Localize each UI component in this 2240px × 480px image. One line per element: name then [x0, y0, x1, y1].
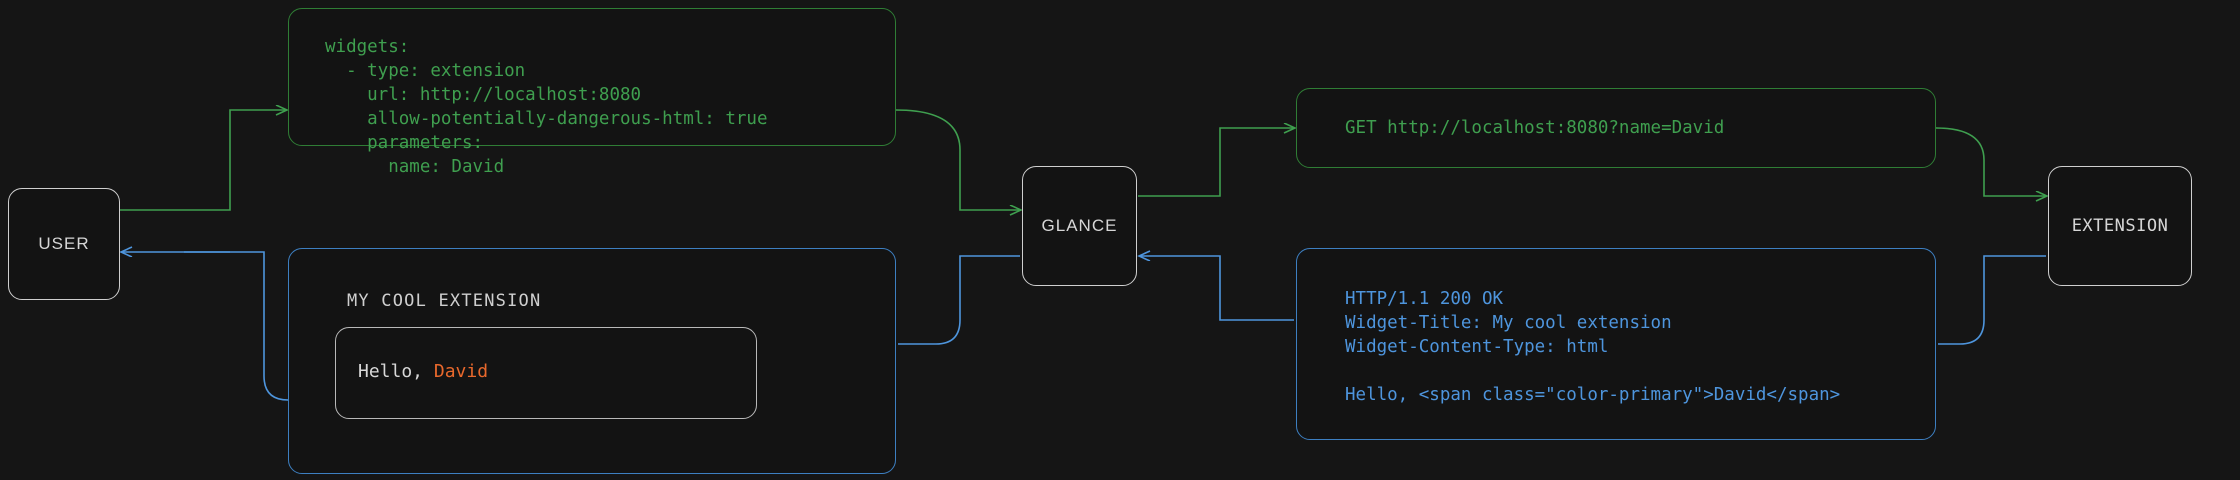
config-yaml-box: widgets: - type: extension url: http://l… [288, 8, 896, 177]
widget-body-prefix: Hello, [358, 361, 434, 382]
widget-content-panel: Hello, David [335, 327, 757, 419]
widget-body-accent: David [433, 361, 489, 382]
http-response-box: HTTP/1.1 200 OK Widget-Title: My cool ex… [1296, 248, 1936, 440]
edge-extension-to-response [1938, 255, 2046, 345]
node-user-label: USER [38, 234, 90, 253]
config-yaml-text: widgets: - type: extension url: http://l… [325, 37, 768, 177]
edge-request-to-extension [1935, 127, 2046, 196]
node-glance[interactable]: GLANCE [1022, 166, 1137, 286]
rendered-widget-box: MY COOL EXTENSION Hello, David [288, 248, 896, 474]
edge-config-to-glance [895, 109, 1020, 210]
widget-body-text: Hello, David [358, 361, 488, 382]
http-request-text: GET http://localhost:8080?name=David [1345, 118, 1725, 138]
http-request-box: GET http://localhost:8080?name=David [1296, 88, 1936, 168]
edge-glance-to-widget [898, 255, 1020, 345]
edge-glance-to-request [1138, 128, 1294, 197]
node-extension-label: EXTENSION [2071, 216, 2169, 236]
edge-widget-return-run [184, 251, 289, 401]
http-response-text: HTTP/1.1 200 OK Widget-Title: My cool ex… [1345, 289, 1841, 405]
node-extension[interactable]: EXTENSION [2048, 166, 2192, 286]
edge-user-to-config [120, 110, 286, 211]
widget-title: MY COOL EXTENSION [347, 291, 542, 311]
node-glance-label: GLANCE [1041, 216, 1118, 235]
node-user[interactable]: USER [8, 188, 120, 300]
edge-response-to-glance [1140, 256, 1294, 321]
